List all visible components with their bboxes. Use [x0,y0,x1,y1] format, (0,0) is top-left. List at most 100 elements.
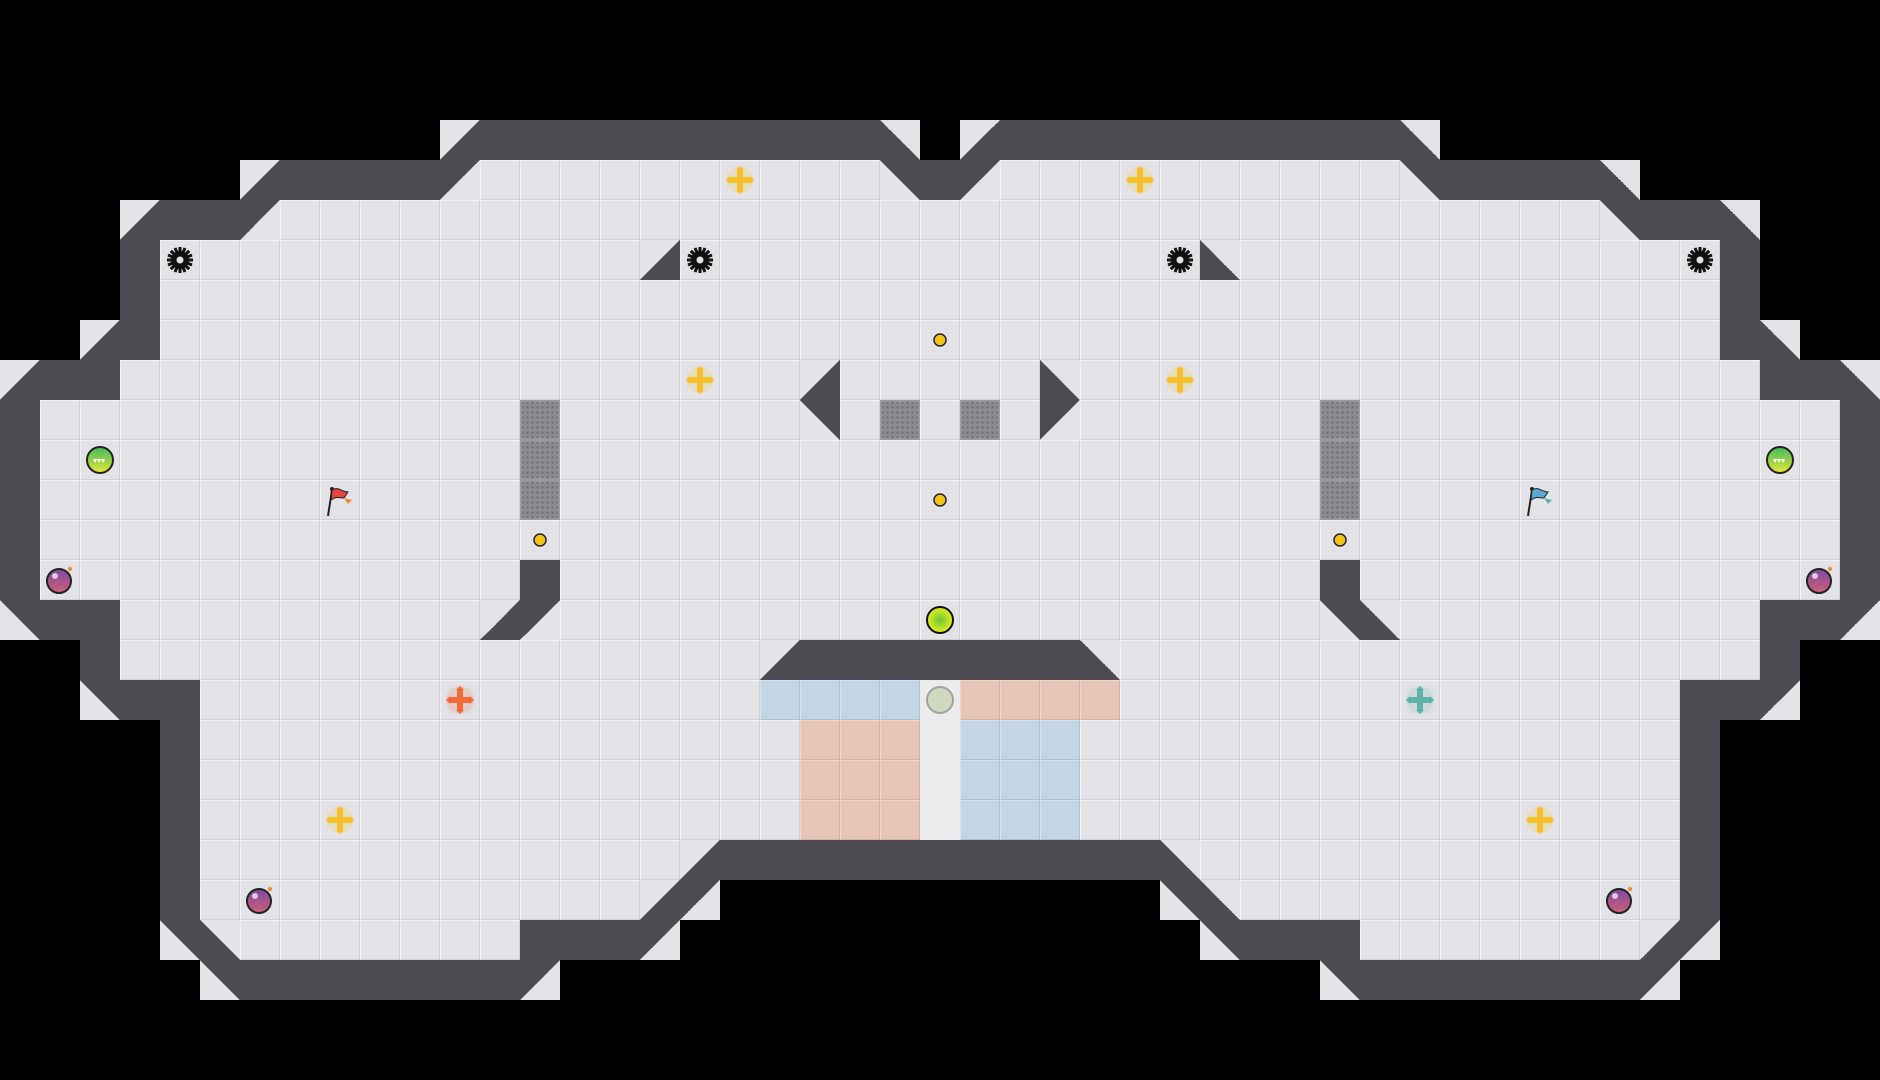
floor-tile [360,440,400,480]
floor-tile [720,280,760,320]
diagonal-wall-tile [520,960,560,1000]
floor-tile [160,600,200,640]
floor-tile [520,360,560,400]
diagonal-wall-tile [640,240,680,280]
floor-tile [1480,440,1520,480]
wall-tile [160,880,200,920]
floor-tile [760,760,800,800]
floor-tile [1040,240,1080,280]
floor-tile [880,280,920,320]
floor-tile [1280,520,1320,560]
floor-tile [840,360,880,400]
floor-tile [1560,440,1600,480]
floor-tile [1800,480,1840,520]
button-icon [1320,520,1360,560]
floor-tile [640,320,680,360]
floor-tile [320,920,360,960]
floor-tile [1680,320,1720,360]
floor-tile [240,480,280,520]
floor-tile [1600,280,1640,320]
floor-tile [520,800,560,840]
floor-tile [520,280,560,320]
floor-tile [1760,560,1800,600]
floor-tile [1360,680,1400,720]
floor-tile [1640,240,1680,280]
floor-tile [120,360,160,400]
floor-tile [680,760,720,800]
floor-tile [1040,200,1080,240]
floor-tile [320,600,360,640]
floor-tile [320,280,360,320]
floor-tile [320,760,360,800]
wall-tile [1720,320,1760,360]
floor-tile [720,640,760,680]
floor-tile [720,200,760,240]
floor-tile [200,880,240,920]
floor-tile [1080,760,1120,800]
floor-tile [1600,640,1640,680]
diagonal-wall-tile [960,160,1000,200]
floor-tile [1160,800,1200,840]
floor-tile [320,400,360,440]
diagonal-wall-tile [0,360,40,400]
floor-tile [600,280,640,320]
floor-tile [200,600,240,640]
floor-tile [1320,160,1360,200]
floor-tile [920,400,960,440]
floor-tile [1480,360,1520,400]
diagonal-wall-tile [1840,360,1880,400]
wall-tile [1440,160,1480,200]
floor-tile [200,520,240,560]
floor-tile [1360,280,1400,320]
floor-tile [880,560,920,600]
floor-tile [1120,760,1160,800]
floor-tile [1200,760,1240,800]
wall-tile [160,680,200,720]
floor-tile [920,520,960,560]
floor-tile [440,240,480,280]
floor-tile [1320,280,1360,320]
floor-tile [1120,440,1160,480]
floor-tile [1000,160,1040,200]
floor-tile [1440,200,1480,240]
floor-tile [1640,880,1680,920]
floor-tile [680,320,720,360]
floor-tile [560,200,600,240]
wall-tile [720,840,760,880]
red-team-tile [880,800,920,840]
floor-tile [560,720,600,760]
floor-tile [680,400,720,440]
floor-tile [1240,760,1280,800]
floor-tile [760,480,800,520]
floor-tile [280,600,320,640]
wall-tile [160,200,200,240]
floor-tile [1240,600,1280,640]
floor-tile [1440,560,1480,600]
floor-tile [1200,680,1240,720]
diagonal-wall-tile [200,960,240,1000]
floor-tile [1200,440,1240,480]
floor-tile [440,560,480,600]
wall-tile [1680,800,1720,840]
floor-tile [1160,720,1200,760]
floor-tile [320,480,360,520]
floor-tile [600,840,640,880]
wall-tile [720,120,760,160]
floor-tile [320,680,360,720]
floor-tile [1040,320,1080,360]
floor-tile [1640,720,1680,760]
floor-tile [1280,400,1320,440]
wall-tile [1480,160,1520,200]
floor-tile [600,600,640,640]
floor-tile [640,200,680,240]
floor-tile [1480,760,1520,800]
floor-tile [1120,240,1160,280]
floor-tile [560,800,600,840]
wall-tile [600,120,640,160]
floor-tile [1520,520,1560,560]
floor-tile [1240,840,1280,880]
floor-tile [480,520,520,560]
floor-tile [920,360,960,400]
floor-tile [840,520,880,560]
floor-tile [480,240,520,280]
